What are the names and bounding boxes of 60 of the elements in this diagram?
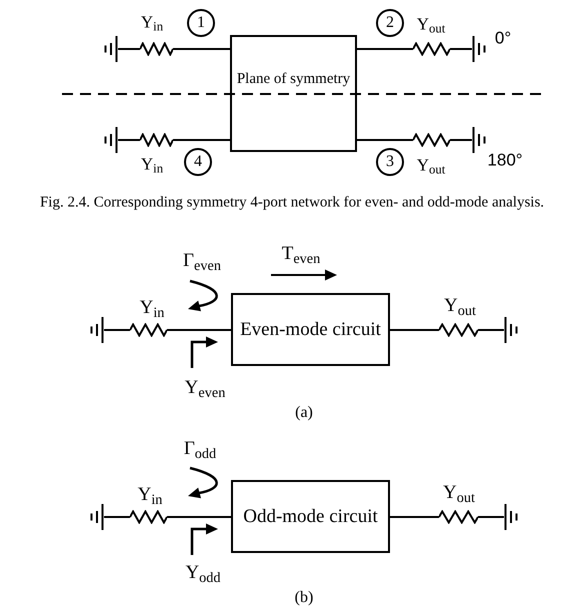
- ground-symbol: [89, 317, 104, 343]
- network-box: [230, 35, 357, 152]
- wire: [478, 516, 504, 518]
- ground-symbol: [504, 504, 519, 530]
- circuit-label: Even-mode circuit: [240, 318, 381, 342]
- wire: [390, 516, 439, 518]
- resistor-symbol: [140, 42, 173, 56]
- wire: [450, 48, 472, 50]
- resistor-symbol: [140, 133, 173, 147]
- ground-symbol: [472, 127, 487, 153]
- ground-symbol: [103, 36, 118, 62]
- angle-label: 0°: [494, 27, 512, 49]
- wire: [167, 329, 231, 331]
- admittance-label: Y$_{out}$: [416, 13, 446, 35]
- transmission-label: T$_{even}$: [282, 242, 320, 266]
- admittance-label: Y$_{in}$: [138, 483, 162, 507]
- ground-symbol: [89, 504, 104, 530]
- figure-caption: Fig. 2.4. Corresponding symmetry 4-port network for even- and odd-mode analysis.: [40, 194, 544, 212]
- port-number: 2: [386, 13, 394, 33]
- wire: [173, 48, 230, 50]
- admittance-label: Y$_{out}$: [444, 294, 476, 318]
- ground-symbol: [472, 36, 487, 62]
- wire: [167, 516, 231, 518]
- subfigure-label: (a): [295, 403, 313, 423]
- resistor-symbol: [413, 133, 450, 147]
- admittance-label: Y$_{in}$: [140, 11, 164, 33]
- port-number: 4: [194, 152, 202, 172]
- port-number: 3: [386, 152, 394, 172]
- circuit-box: [231, 480, 390, 553]
- wire: [390, 329, 439, 331]
- wire: [357, 139, 413, 141]
- admittance-label: Y$_{odd}$: [185, 561, 221, 585]
- wire: [118, 139, 140, 141]
- symmetry-plane-label: Plane of symmetry: [236, 70, 350, 89]
- admittance-label: Y$_{in}$: [140, 153, 164, 175]
- wire: [104, 329, 130, 331]
- wire: [173, 139, 230, 141]
- admittance-label: Y$_{out}$: [443, 481, 475, 505]
- admittance-label: Y$_{even}$: [184, 376, 226, 400]
- angle-label: 180°: [487, 149, 523, 171]
- circuit-label: Odd-mode circuit: [243, 504, 378, 528]
- reflection-label: Γ$_{even}$: [183, 249, 221, 273]
- resistor-symbol: [439, 323, 478, 337]
- wire: [104, 516, 130, 518]
- reflection-label: Γ$_{odd}$: [184, 437, 216, 461]
- wire: [118, 48, 140, 50]
- resistor-symbol: [413, 42, 450, 56]
- circuit-box: [231, 293, 390, 366]
- admittance-label: Y$_{in}$: [140, 296, 164, 320]
- wire: [357, 48, 413, 50]
- wire: [478, 329, 504, 331]
- resistor-symbol: [130, 323, 167, 337]
- ground-symbol: [504, 317, 519, 343]
- admittance-label: Y$_{out}$: [416, 154, 446, 176]
- wire: [450, 139, 472, 141]
- resistor-symbol: [439, 510, 478, 524]
- subfigure-label: (b): [294, 588, 314, 608]
- resistor-symbol: [130, 510, 167, 524]
- port-number: 1: [197, 13, 205, 33]
- ground-symbol: [103, 127, 118, 153]
